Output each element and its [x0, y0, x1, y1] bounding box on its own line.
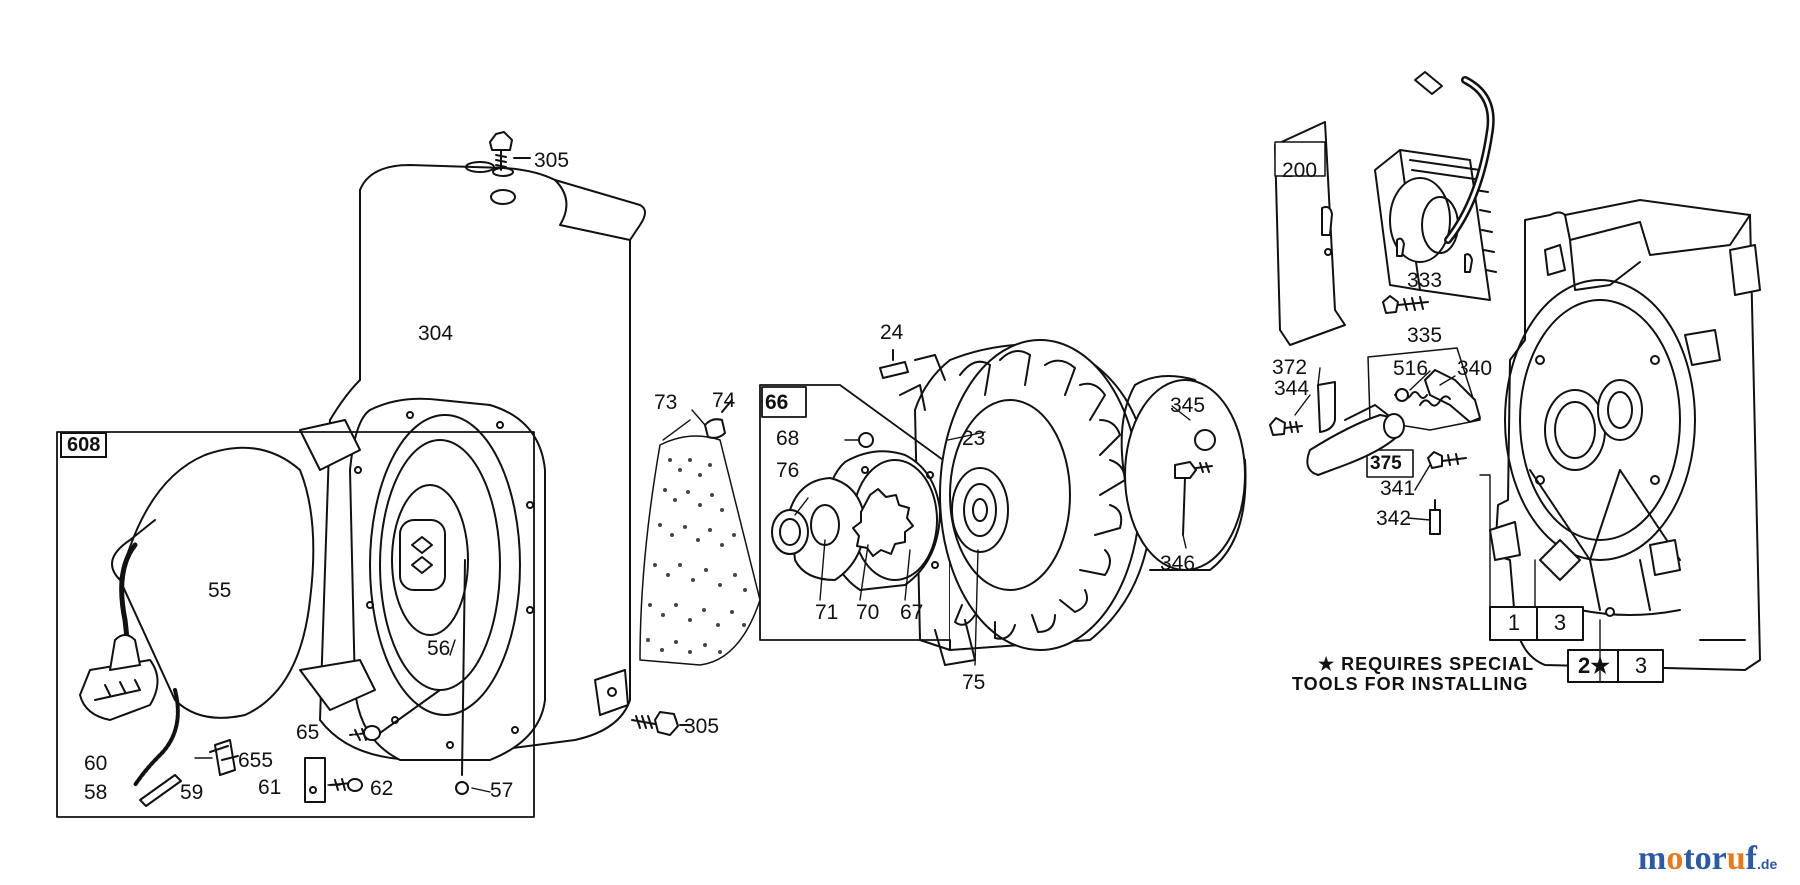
part-341-label: 341	[1380, 477, 1416, 500]
crankcase-drawing	[1489, 199, 1761, 671]
part-333-label: 333	[1407, 269, 1443, 292]
part-305-side-label: 305	[684, 715, 720, 738]
kit-608-frame	[56, 431, 535, 818]
part-66-label: 66	[765, 391, 789, 414]
part-76-label: 76	[776, 459, 800, 482]
starter-clutch-drawing	[771, 432, 941, 591]
watermark-suffix: .de	[1757, 856, 1778, 872]
part-75-label: 75	[962, 671, 986, 694]
rotating-screen-drawing	[639, 435, 761, 666]
watermark-letter-r: r	[1711, 840, 1727, 877]
screen-cup-drawing	[1120, 375, 1247, 571]
ignition-armature-drawing	[1274, 71, 1497, 346]
stop-switch-drawing	[1269, 369, 1481, 535]
part-200-label: 200	[1282, 159, 1318, 182]
part-375-label: 375	[1370, 453, 1402, 474]
special-tools-note-line1: ★ REQUIRES SPECIAL	[1318, 654, 1535, 674]
part-57-label: 57	[490, 779, 514, 802]
part-346-label: 346	[1160, 552, 1196, 575]
watermark-letter-o2: o	[1694, 840, 1712, 877]
table-bottom-left-cell: 2★	[1578, 653, 1610, 678]
watermark-letter-o: o	[1666, 840, 1684, 877]
small-hardware-drawing	[139, 131, 733, 807]
part-65-label: 65	[296, 721, 320, 744]
leader-lines	[194, 367, 1601, 793]
part-23-label: 23	[962, 427, 986, 450]
table-top-right-cell: 3	[1553, 610, 1567, 635]
starter-cover-drawing	[79, 446, 315, 787]
part-655-label: 655	[238, 749, 274, 772]
part-60-label: 60	[84, 752, 108, 775]
part-70-label: 70	[856, 601, 880, 624]
watermark-letter-m: m	[1638, 840, 1667, 877]
part-305-top-label: 305	[534, 149, 570, 172]
part-335-label: 335	[1407, 324, 1443, 347]
table-bottom-right-cell: 3	[1634, 653, 1648, 678]
part-55-label: 55	[208, 579, 232, 602]
part-62-label: 62	[370, 777, 394, 800]
part-372-label: 372	[1272, 356, 1308, 379]
part-24-label: 24	[880, 321, 904, 344]
watermark-letter-f: f	[1745, 840, 1757, 877]
part-59-label: 59	[180, 781, 204, 804]
part-342-label: 342	[1376, 507, 1412, 530]
part-608-label: 608	[60, 432, 108, 458]
table-top-left-cell: 1	[1507, 610, 1521, 635]
part-61-label: 61	[258, 776, 282, 799]
note-tables-frames	[1489, 606, 1664, 683]
watermark-letter-u: u	[1726, 840, 1746, 877]
special-tools-note-line2: TOOLS FOR INSTALLING	[1292, 674, 1529, 694]
part-56-label: 56	[427, 637, 451, 660]
part-73-label: 73	[654, 391, 678, 414]
part-67-label: 67	[900, 601, 924, 624]
part-344-label: 344	[1274, 377, 1310, 400]
kit-516-frame	[1367, 347, 1481, 431]
flywheel-drawing	[879, 339, 1151, 666]
part-71-label: 71	[815, 601, 839, 624]
part-58-label: 58	[84, 781, 108, 804]
part-340-label: 340	[1457, 357, 1493, 380]
part-516-label: 516	[1393, 357, 1429, 380]
part-74-label: 74	[712, 389, 736, 412]
part-345-label: 345	[1170, 394, 1206, 417]
watermark-letter-t: t	[1683, 840, 1695, 877]
motoruf-watermark: motoruf.de	[1638, 842, 1777, 876]
part-68-label: 68	[776, 427, 800, 450]
blower-housing-drawing	[299, 161, 646, 776]
part-304-label: 304	[418, 322, 454, 345]
